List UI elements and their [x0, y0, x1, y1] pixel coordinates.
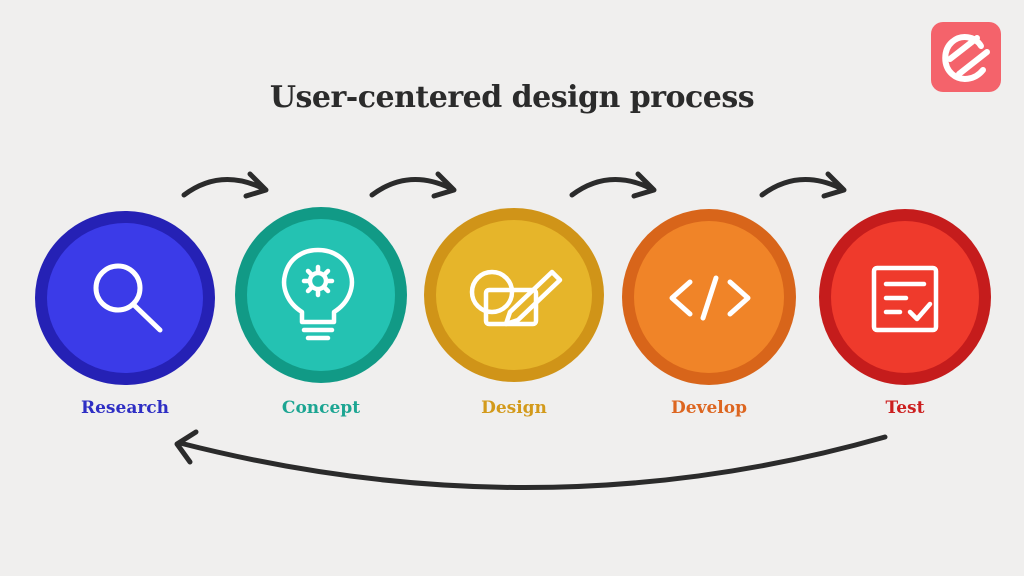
forward-arrow-3 — [569, 171, 657, 199]
code-brackets-icon — [669, 275, 751, 321]
concept-circle-inner — [247, 219, 395, 371]
magnifier-icon — [93, 263, 163, 333]
shapes-pencil-icon — [469, 269, 563, 327]
checklist-icon — [871, 265, 939, 333]
forward-arrow-2 — [369, 171, 457, 199]
research-step-circle — [35, 211, 215, 385]
return-arrow — [174, 429, 888, 491]
test-step-circle — [819, 209, 991, 385]
step-label-design: Design — [481, 398, 547, 418]
forward-arrow-4 — [759, 171, 847, 199]
step-label-develop: Develop — [671, 398, 747, 418]
brand-logo-icon — [931, 22, 1001, 92]
concept-step-circle — [235, 207, 407, 383]
step-label-research: Research — [80, 398, 169, 418]
research-circle-inner — [47, 223, 203, 373]
forward-arrow-1 — [181, 171, 269, 199]
step-label-test: Test — [885, 398, 925, 418]
lightbulb-gear-icon — [281, 247, 355, 341]
step-label-concept: Concept — [281, 398, 361, 418]
develop-step-circle — [622, 209, 796, 385]
design-step-circle — [424, 208, 604, 382]
page-title: User-centered design process — [269, 80, 755, 115]
